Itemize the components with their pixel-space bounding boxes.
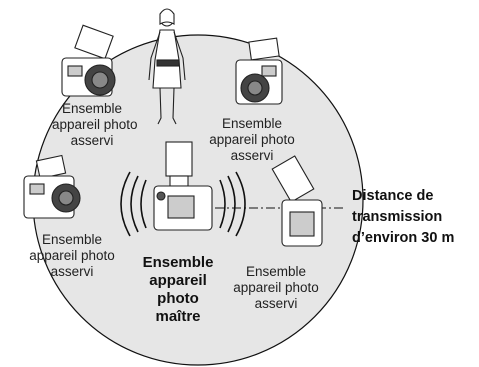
slave-label-left-line1: Ensemble [41, 232, 103, 247]
distance-label-line3: d’environ 30 m [352, 230, 455, 246]
slave-label-left-line2: appareil photo [29, 248, 115, 263]
slave-label-top-right-line1: Ensemble [221, 116, 283, 131]
distance-label-line1: Distance de [352, 188, 434, 204]
master-label-line1: Ensemble [142, 254, 214, 271]
master-camera [153, 141, 213, 231]
slave-camera-top-left [61, 24, 116, 97]
slave-label-right-line2: appareil photo [233, 280, 319, 295]
slave-camera-left [23, 154, 81, 219]
master-label-line3: photo [157, 290, 199, 307]
master-label-line4: maître [155, 308, 201, 325]
slave-label-top-left-line1: Ensemble [61, 101, 123, 116]
master-label: Ensemble appareil photo maître [128, 254, 228, 326]
slave-label-left-line3: asservi [50, 264, 94, 279]
slave-camera-top-right [235, 37, 283, 105]
slave-label-right: Ensemble appareil photo asservi [226, 264, 326, 312]
slave-label-top-right-line3: asservi [230, 148, 274, 163]
slave-label-right-line3: asservi [254, 296, 298, 311]
distance-label: Distance de transmission d’environ 30 m [352, 186, 454, 249]
master-label-line2: appareil [149, 272, 207, 289]
master-signal-waves [120, 171, 246, 237]
slave-label-top-left-line2: appareil photo [52, 117, 138, 132]
slave-camera-right [271, 155, 323, 247]
slave-label-top-right-line2: appareil photo [209, 132, 295, 147]
slave-label-left: Ensemble appareil photo asservi [22, 232, 122, 280]
slave-label-right-line1: Ensemble [245, 264, 307, 279]
slave-label-top-left-line3: asservi [70, 133, 114, 148]
person-figure [148, 8, 186, 125]
slave-label-top-left: Ensemble appareil photo asservi [52, 101, 138, 149]
distance-label-line2: transmission [352, 209, 443, 225]
slave-label-top-right: Ensemble appareil photo asservi [202, 116, 302, 164]
